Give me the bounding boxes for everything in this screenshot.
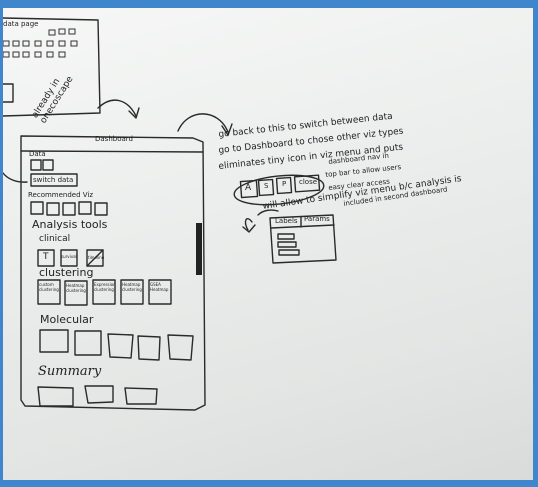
toolbar-p: P bbox=[282, 180, 287, 188]
data-page-sketch bbox=[3, 17, 101, 117]
clustering-tile-1: custom clustering bbox=[39, 282, 59, 292]
clinical-label: clinical bbox=[39, 234, 71, 244]
clinical-tile-timeline: timeline bbox=[88, 255, 105, 260]
clinical-tile-t: T bbox=[43, 252, 49, 262]
toolbar-close: close bbox=[299, 178, 318, 186]
tab-labels: Labels bbox=[275, 217, 298, 225]
clinical-tile-survival: survival bbox=[61, 254, 77, 259]
summary-label: Summary bbox=[38, 364, 102, 379]
data-section-label: Data bbox=[29, 150, 46, 158]
switch-data-button-sketch: switch data bbox=[33, 176, 74, 184]
analysis-tools-label: Analysis tools bbox=[32, 218, 108, 231]
toolbar-a: A bbox=[245, 183, 252, 193]
whiteboard: data page already in onecoscape bbox=[3, 8, 533, 480]
clustering-tile-4: Heatmap clustering bbox=[122, 282, 142, 292]
recommended-label: Recommended Viz bbox=[28, 191, 94, 199]
molecular-label: Molecular bbox=[40, 313, 94, 326]
clustering-tile-2: Heatmap clustering bbox=[66, 283, 86, 293]
arrows bbox=[3, 99, 279, 233]
clustering-tile-5: GSEA Heatmap bbox=[150, 282, 169, 292]
clustering-tile-3: Expression clustering bbox=[94, 282, 116, 292]
dashboard-sketch bbox=[20, 135, 206, 411]
clustering-label: clustering bbox=[39, 266, 94, 279]
data-page-label: data page bbox=[3, 20, 39, 28]
tab-params: Params bbox=[304, 215, 330, 223]
toolbar-s: S bbox=[264, 182, 269, 190]
top-bar-sketch bbox=[233, 174, 325, 206]
dashboard-title: Dashboard bbox=[95, 135, 133, 143]
labels-params-panel-sketch bbox=[269, 214, 337, 264]
